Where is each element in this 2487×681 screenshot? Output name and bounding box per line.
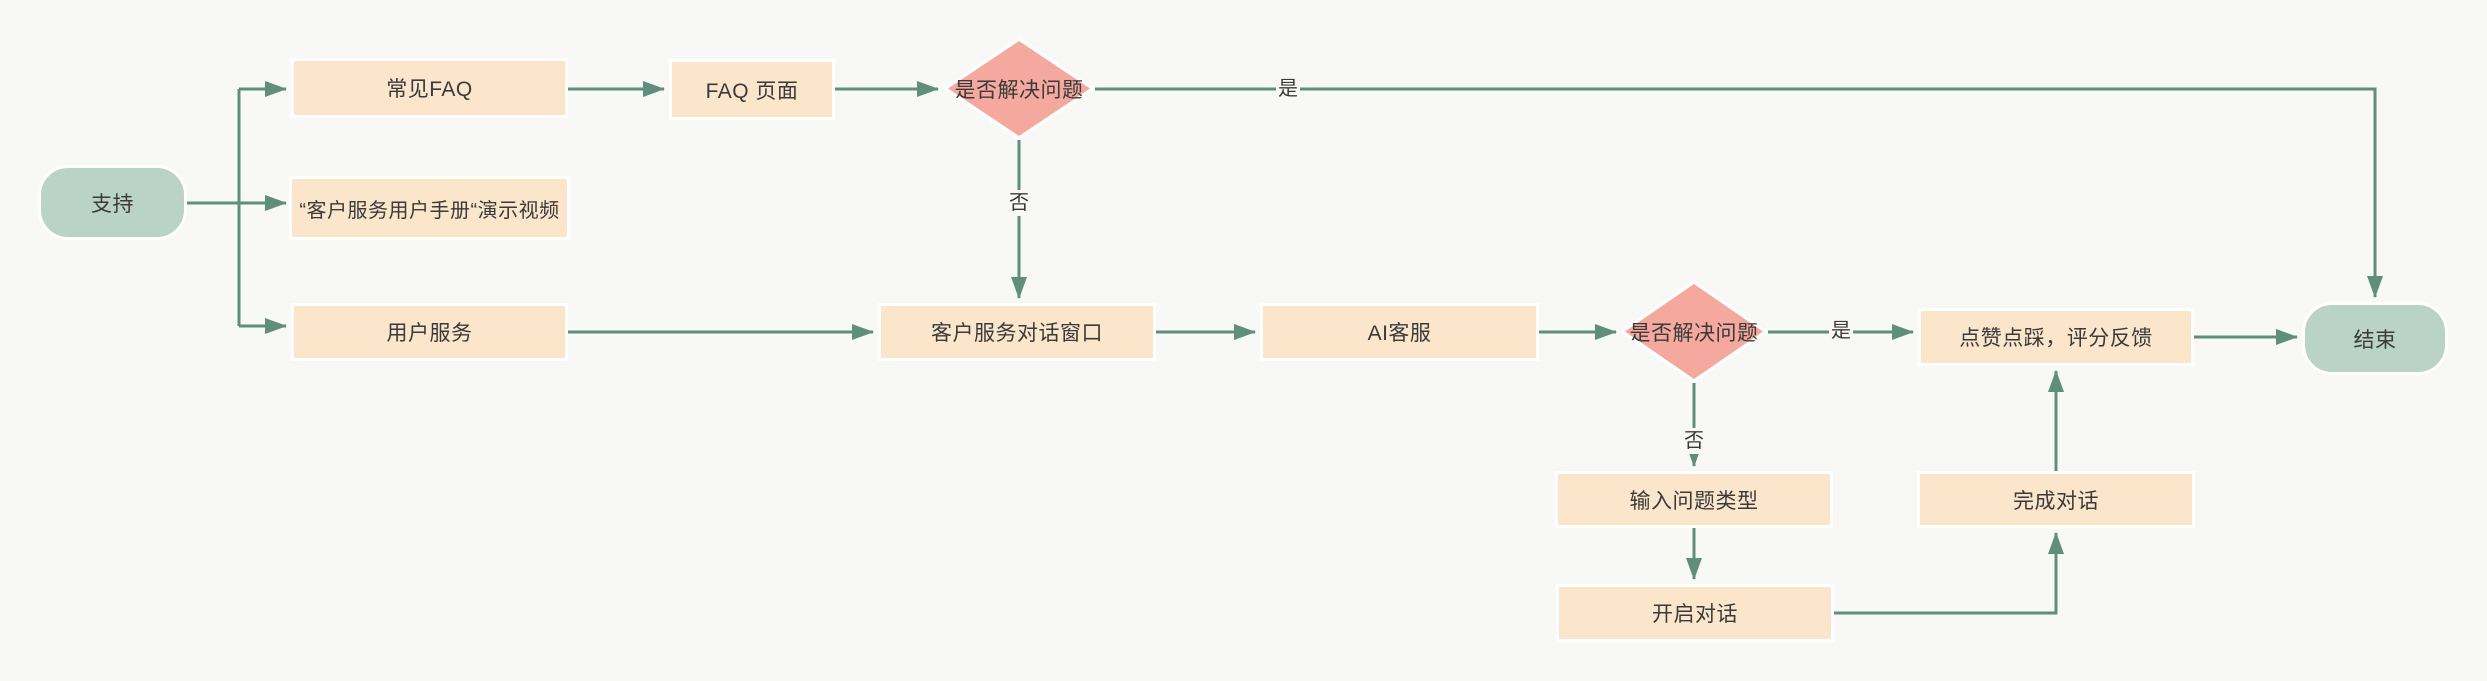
node-user-service-label: 用户服务 bbox=[386, 322, 473, 345]
node-feedback-label: 点赞点踩，评分反馈 bbox=[1959, 327, 2153, 350]
node-manual-video[interactable]: “客户服务用户手册“演示视频 bbox=[289, 176, 570, 240]
node-user-service[interactable]: 用户服务 bbox=[291, 303, 568, 361]
connector-startchat-finishchat bbox=[1834, 532, 2064, 615]
node-chat-window-label: 客户服务对话窗口 bbox=[931, 322, 1103, 345]
edge-label-no-bottom: 否 bbox=[1682, 428, 1706, 454]
node-end[interactable]: 结束 bbox=[2302, 302, 2448, 375]
connector-decision-top-yes-end bbox=[1095, 87, 2383, 298]
node-faq-page-label: FAQ 页面 bbox=[705, 79, 799, 103]
node-faq[interactable]: 常见FAQ bbox=[291, 58, 568, 118]
node-decision-top-label: 是否解决问题 bbox=[954, 78, 1084, 102]
node-faq-label: 常见FAQ bbox=[386, 78, 473, 101]
node-support-label: 支持 bbox=[91, 192, 134, 216]
edge-label-yes-bottom: 是 bbox=[1829, 318, 1853, 344]
node-start-chat-label: 开启对话 bbox=[1652, 603, 1738, 626]
node-chat-window[interactable]: 客户服务对话窗口 bbox=[878, 303, 1156, 361]
node-input-type-label: 输入问题类型 bbox=[1629, 489, 1759, 513]
node-faq-page[interactable]: FAQ 页面 bbox=[669, 59, 835, 120]
edge-label-no-top: 否 bbox=[1007, 190, 1031, 216]
node-finish-chat-label: 完成对话 bbox=[2013, 489, 2099, 513]
node-feedback[interactable]: 点赞点踩，评分反馈 bbox=[1918, 308, 2194, 366]
node-manual-video-label: “客户服务用户手册“演示视频 bbox=[299, 199, 560, 222]
node-start-chat[interactable]: 开启对话 bbox=[1556, 584, 1834, 642]
node-input-type[interactable]: 输入问题类型 bbox=[1555, 471, 1833, 528]
node-ai-service-label: AI客服 bbox=[1367, 322, 1432, 345]
node-finish-chat[interactable]: 完成对话 bbox=[1917, 471, 2195, 528]
node-ai-service[interactable]: AI客服 bbox=[1260, 303, 1539, 361]
node-decision-bottom-label: 是否解决问题 bbox=[1629, 321, 1759, 345]
node-support[interactable]: 支持 bbox=[38, 165, 187, 240]
edge-label-yes-top: 是 bbox=[1276, 76, 1300, 102]
node-end-label: 结束 bbox=[2353, 328, 2397, 352]
